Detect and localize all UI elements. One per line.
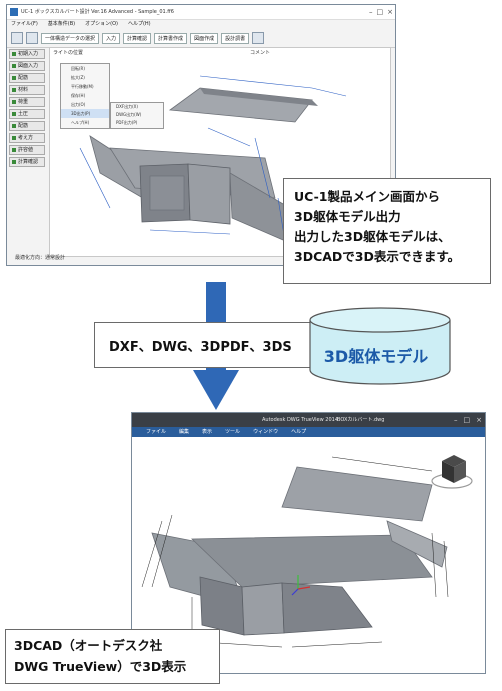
- menu-file[interactable]: ファイル(F): [11, 21, 38, 27]
- side-button[interactable]: 計算確認: [9, 157, 45, 167]
- culvert-model-top: [79, 75, 347, 255]
- ctx-item-help[interactable]: ヘルプ(H): [71, 120, 90, 125]
- culvert-model-bottom[interactable]: [132, 437, 485, 673]
- help-icon[interactable]: [252, 32, 265, 44]
- window-controls: – □ ×: [369, 5, 393, 19]
- window-controls: – □ ×: [454, 413, 482, 427]
- database-cylinder-icon: [309, 307, 451, 385]
- menu-help[interactable]: ヘルプ(H): [127, 21, 151, 27]
- maximize-icon[interactable]: □: [376, 8, 384, 16]
- minimize-icon[interactable]: –: [369, 8, 373, 16]
- submenu-dxf[interactable]: DXF出力(X): [116, 104, 138, 109]
- callout-line: 3DCADで3D表示できます。: [294, 249, 461, 264]
- uc1-window: UC-1 ボックスカルバート設計 Ver.16 Advanced - Sampl…: [6, 4, 396, 266]
- ctx-item-pan[interactable]: 平行移動(M): [71, 84, 94, 89]
- caption-box: 3DCAD（オートデスク社 DWG TrueView）で3D表示: [5, 629, 220, 684]
- ctx-item-zoom[interactable]: 拡大(Z): [71, 75, 85, 80]
- caption-line: DWG TrueView）で3D表示: [14, 659, 187, 674]
- menu-file[interactable]: ファイル: [146, 429, 167, 435]
- callout-box: UC-1製品メイン画面から 3D躯体モデル出力 出力した3D躯体モデルは、 3D…: [283, 178, 491, 284]
- trueview-menubar: ファイル 編集 表示 ツール ウィンドウ ヘルプ: [132, 427, 485, 437]
- submenu-dwg[interactable]: DWG出力(W): [116, 112, 142, 117]
- viewcube-icon: [431, 455, 473, 489]
- callout-line: UC-1製品メイン画面から: [294, 189, 440, 204]
- side-button[interactable]: 土圧: [9, 109, 45, 119]
- uc1-titlebar: UC-1 ボックスカルバート設計 Ver.16 Advanced - Sampl…: [7, 5, 395, 20]
- model-label: 3D躯体モデル: [323, 347, 429, 366]
- side-button[interactable]: 初期入力: [9, 49, 45, 59]
- ctx-item-save[interactable]: 保存(H): [71, 93, 86, 98]
- trueview-file: BOXカルバート.dwg: [337, 417, 385, 423]
- context-menu: 回転(R) 拡大(Z) 平行移動(M) 保存(H) 出力(O) 3D出力(P) …: [60, 63, 110, 129]
- minimize-icon[interactable]: –: [454, 416, 458, 424]
- side-button[interactable]: 材料: [9, 85, 45, 95]
- app-icon: [10, 8, 18, 16]
- toolbar-report-button[interactable]: 計算書作成: [154, 32, 188, 44]
- trueview-titlebar: Autodesk DWG TrueView 2014 BOXカルバート.dwg …: [132, 413, 485, 427]
- formats-box: DXF、DWG、3DPDF、3DS: [94, 322, 331, 368]
- side-button[interactable]: 許容値: [9, 145, 45, 155]
- callout-line: 3D躯体モデル出力: [294, 209, 401, 224]
- ctx-item-output[interactable]: 出力(O): [71, 102, 86, 107]
- save-icon[interactable]: [26, 32, 38, 44]
- uc1-title: UC-1 ボックスカルバート設計 Ver.16 Advanced - Sampl…: [21, 9, 174, 15]
- side-button[interactable]: 荷重: [9, 97, 45, 107]
- uc1-toolbar: 一体構造データの選択 入力 計算確認 計算書作成 図面作成 設計調書: [7, 29, 395, 48]
- formats-text: DXF、DWG、3DPDF、3DS: [109, 340, 292, 355]
- toolbar-survey-button[interactable]: 設計調書: [221, 32, 250, 44]
- ctx-item-3d-output[interactable]: 3D出力(P): [61, 109, 109, 118]
- export-submenu: DXF出力(X) DWG出力(W) PDF出力(P): [110, 102, 164, 129]
- view-header: ライトの位置: [53, 50, 84, 56]
- toolbar-check-button[interactable]: 計算確認: [123, 32, 152, 44]
- callout-line: 出力した3D躯体モデルは、: [294, 229, 451, 244]
- uc1-status: 最適化方向：通常設計: [15, 255, 66, 261]
- submenu-pdf[interactable]: PDF出力(P): [116, 120, 138, 125]
- side-button[interactable]: 配筋: [9, 73, 45, 83]
- caption-line: 3DCAD（オートデスク社: [14, 638, 163, 653]
- uc1-menubar: ファイル(F) 基本条件(B) オプション(O) ヘルプ(H): [7, 20, 395, 29]
- trueview-title: Autodesk DWG TrueView 2014: [262, 417, 339, 423]
- ctx-item-rotate[interactable]: 回転(R): [71, 66, 85, 71]
- side-button[interactable]: 図面入力: [9, 61, 45, 71]
- open-icon[interactable]: [11, 32, 23, 44]
- menu-tools[interactable]: ツール: [225, 429, 241, 435]
- side-button[interactable]: 考え方: [9, 133, 45, 143]
- uc1-sidebar: 初期入力 図面入力 配筋 材料 荷重 土圧 配筋 考え方 許容値 計算確認: [9, 49, 45, 249]
- menu-help[interactable]: ヘルプ: [291, 429, 307, 435]
- toolbar-select-button[interactable]: 一体構造データの選択: [41, 32, 100, 44]
- menu-option[interactable]: オプション(O): [85, 21, 118, 27]
- menu-edit[interactable]: 編集: [179, 429, 190, 435]
- view-comment-label: コメント: [250, 50, 271, 56]
- menu-view[interactable]: 表示: [202, 429, 213, 435]
- toolbar-drawing-button[interactable]: 図面作成: [190, 32, 219, 44]
- side-button[interactable]: 配筋: [9, 121, 45, 131]
- maximize-icon[interactable]: □: [463, 416, 471, 424]
- close-icon[interactable]: ×: [387, 8, 393, 16]
- close-icon[interactable]: ×: [476, 416, 482, 424]
- toolbar-input-button[interactable]: 入力: [102, 32, 121, 44]
- axis-gizmo-icon: [291, 575, 311, 596]
- menu-basic[interactable]: 基本条件(B): [47, 21, 76, 27]
- menu-window[interactable]: ウィンドウ: [253, 429, 279, 435]
